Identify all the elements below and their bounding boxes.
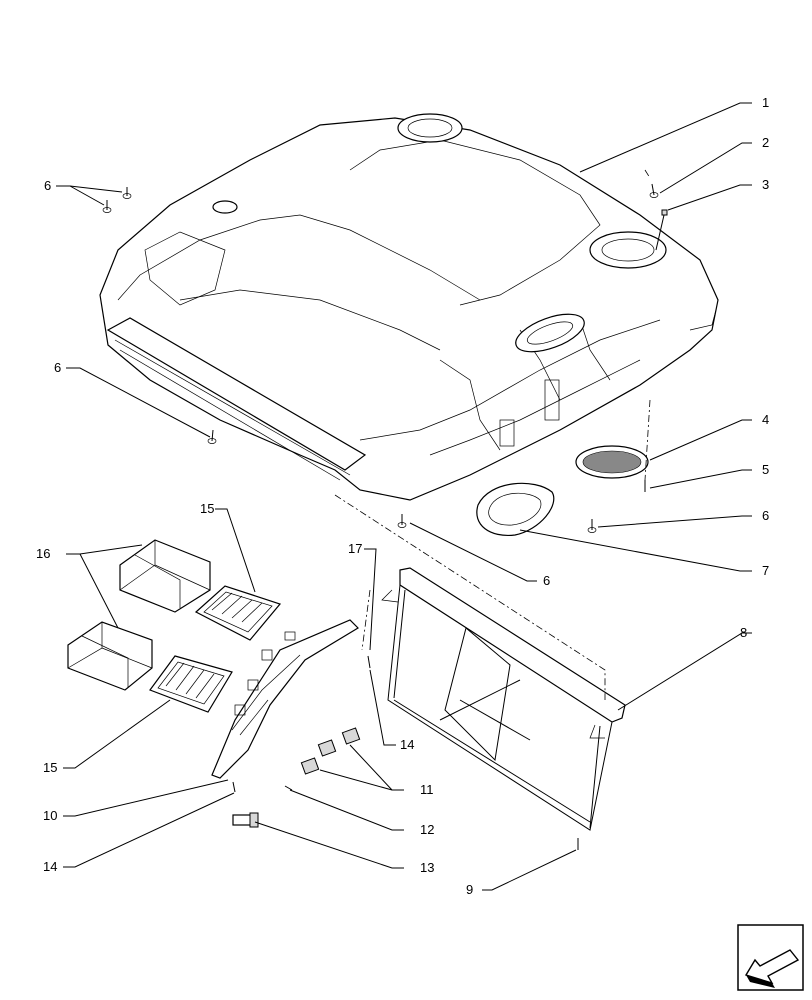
screw-6e <box>397 514 407 528</box>
callout-17: 17 <box>348 541 362 556</box>
callout-5: 5 <box>762 462 769 477</box>
callout-13: 13 <box>420 860 434 875</box>
callout-16: 16 <box>36 546 50 561</box>
callout-15-lower: 15 <box>43 760 57 775</box>
sunvisor-frame <box>381 567 626 831</box>
callout-9: 9 <box>466 882 473 897</box>
screw-14a <box>367 655 371 669</box>
arrow-nav-icon[interactable] <box>737 924 804 991</box>
screw-6c <box>207 429 217 444</box>
callout-14-upper: 14 <box>400 737 414 752</box>
leader-lines <box>56 102 752 891</box>
callout-10: 10 <box>43 808 57 823</box>
callout-6-left: 6 <box>54 360 61 375</box>
callout-labels: 1 2 3 6 6 4 5 6 15 16 17 7 6 8 14 15 11 … <box>36 95 769 897</box>
callout-15-upper: 15 <box>200 501 214 516</box>
callout-4: 4 <box>762 412 769 427</box>
callout-3: 3 <box>762 177 769 192</box>
clips <box>300 727 361 775</box>
trim-bezel <box>476 482 555 537</box>
screw-3 <box>655 209 668 251</box>
screw-14b <box>232 781 236 793</box>
callout-1: 1 <box>762 95 769 110</box>
screw-2 <box>649 183 659 198</box>
side-trim-panel <box>211 619 359 779</box>
callout-6-topleft: 6 <box>44 178 51 193</box>
lamp-connector <box>232 812 259 828</box>
callout-8: 8 <box>740 625 747 640</box>
callout-14-lower: 14 <box>43 859 57 874</box>
callout-12: 12 <box>420 822 434 837</box>
callout-6-right: 6 <box>762 508 769 523</box>
screw-6a <box>122 187 132 199</box>
callout-7: 7 <box>762 563 769 578</box>
screw-12 <box>284 785 293 791</box>
fasteners <box>102 183 668 850</box>
vent-grille-lower <box>149 655 233 713</box>
callout-2: 2 <box>762 135 769 150</box>
screw-6b <box>102 200 112 213</box>
assembly-lines <box>334 169 651 700</box>
speaker-grille <box>575 445 649 479</box>
callout-11: 11 <box>420 782 434 797</box>
air-duct-upper <box>119 539 211 613</box>
vent-grille-upper <box>194 585 282 641</box>
screw-6d <box>587 519 597 533</box>
callout-6-center: 6 <box>543 573 550 588</box>
air-duct-lower <box>67 621 153 691</box>
headliner-panel <box>99 113 719 501</box>
